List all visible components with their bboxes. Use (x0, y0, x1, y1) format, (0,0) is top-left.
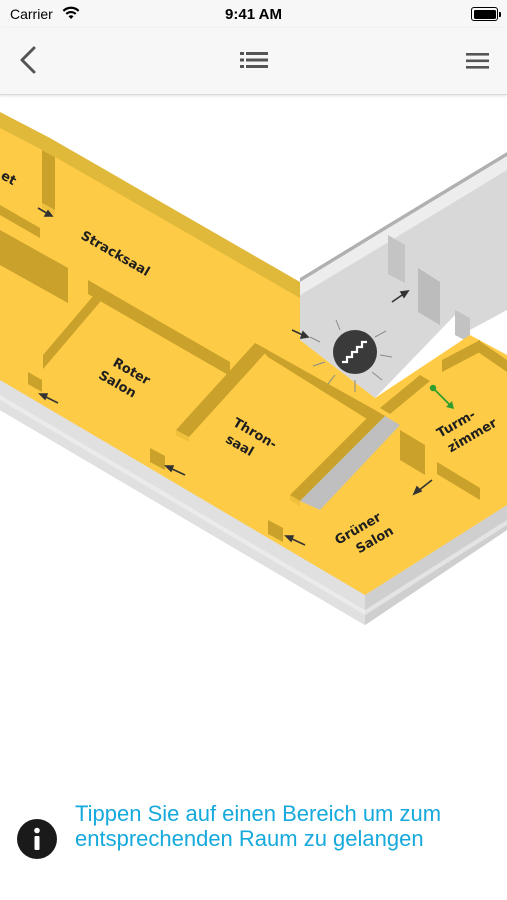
list-icon (240, 52, 268, 68)
stairs-marker[interactable] (309, 319, 393, 392)
back-chevron-icon (20, 46, 36, 74)
info-hint: Tippen Sie auf einen Bereich um zum ents… (0, 795, 507, 885)
wifi-icon (62, 6, 80, 25)
direction-arrow-icon (37, 207, 433, 546)
menu-button[interactable] (456, 38, 500, 82)
status-bar: Carrier 9:41 AM (0, 0, 507, 28)
wing-back-wall (0, 112, 300, 298)
room-walls (0, 150, 507, 542)
info-text: Tippen Sie auf einen Bereich um zum ents… (75, 801, 442, 851)
status-time: 9:41 AM (225, 6, 282, 23)
building-shell (0, 380, 507, 625)
back-button[interactable] (6, 38, 50, 82)
hallway-wall (300, 155, 507, 295)
wall-highlights (42, 203, 300, 506)
list-view-button[interactable] (231, 38, 275, 82)
pillar (388, 235, 405, 283)
carrier-label: Carrier (10, 6, 53, 22)
navigation-bar (0, 28, 507, 95)
green-direction-arrow (429, 384, 454, 409)
stairs-icon (342, 340, 367, 364)
room-label-et: et (0, 168, 19, 189)
info-icon (17, 819, 57, 859)
pillar (455, 310, 470, 343)
stair-alcove (300, 416, 400, 510)
floor-plan-map[interactable]: et Stracksaal Roter Salon Thron- saal Tu… (0, 95, 507, 655)
hallway-wall-top (300, 152, 507, 282)
hamburger-menu-icon (466, 53, 489, 69)
battery-icon (471, 7, 501, 21)
pillar (418, 268, 440, 325)
